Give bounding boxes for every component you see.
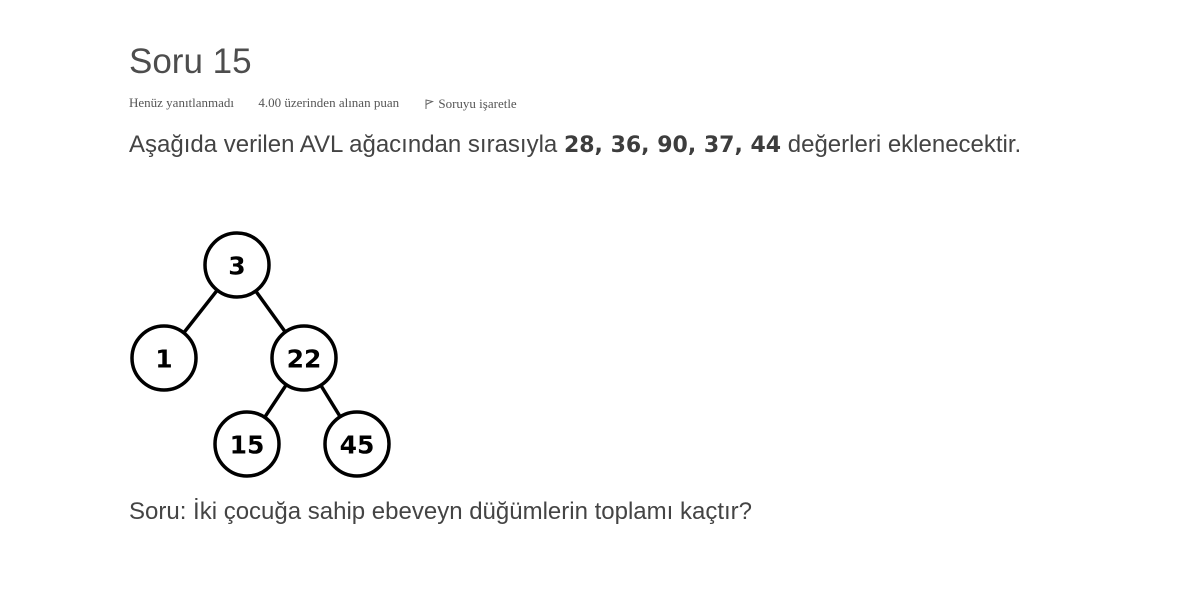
tree-node-circle — [203, 231, 271, 299]
tree-node-circle — [270, 324, 338, 392]
tree-edge — [263, 383, 288, 419]
question-text-intro: Aşağıda verilen AVL ağacından sırasıyla — [129, 131, 564, 158]
tree-node-label: 3 — [228, 252, 245, 281]
tree-node: 22 — [270, 324, 338, 392]
tree-node: 15 — [213, 410, 281, 478]
question-title: Soru 15 — [129, 42, 252, 81]
tree-nodes: 3 1 22 15 45 — [130, 231, 391, 478]
tree-edge — [254, 289, 287, 334]
flag-icon — [425, 99, 435, 109]
question-grade: 4.00 üzerinden alınan puan — [258, 95, 400, 111]
tree-edge — [319, 384, 342, 418]
question-text: Aşağıda verilen AVL ağacından sırasıyla … — [129, 131, 1021, 159]
tree-edges — [182, 289, 342, 419]
insert-values: 28, 36, 90, 37, 44 — [563, 133, 782, 158]
flag-question-label: Soruyu işaretle — [438, 95, 517, 111]
tree-node-circle — [323, 410, 391, 478]
tree-node: 45 — [323, 410, 391, 478]
question-prompt: Soru: İki çocuğa sahip ebeveyn düğümleri… — [129, 498, 753, 525]
flag-question-link[interactable]: Soruyu işaretle — [423, 95, 517, 112]
tree-node-circle — [130, 324, 198, 392]
tree-node: 1 — [130, 324, 198, 392]
tree-node-label: 45 — [340, 431, 375, 460]
avl-tree-figure: 3 1 22 15 45 — [130, 231, 391, 478]
question-text-end: değerleri eklenecektir. — [781, 131, 1022, 158]
question-state: Henüz yanıtlanmadı — [129, 95, 235, 111]
tree-node-label: 1 — [155, 345, 172, 374]
tree-node: 3 — [203, 231, 271, 299]
question-info: Henüz yanıtlanmadı 4.00 üzerinden alınan… — [129, 94, 517, 112]
tree-edge — [182, 289, 219, 334]
tree-node-label: 15 — [230, 431, 265, 460]
tree-node-circle — [213, 410, 281, 478]
tree-node-label: 22 — [287, 345, 322, 374]
